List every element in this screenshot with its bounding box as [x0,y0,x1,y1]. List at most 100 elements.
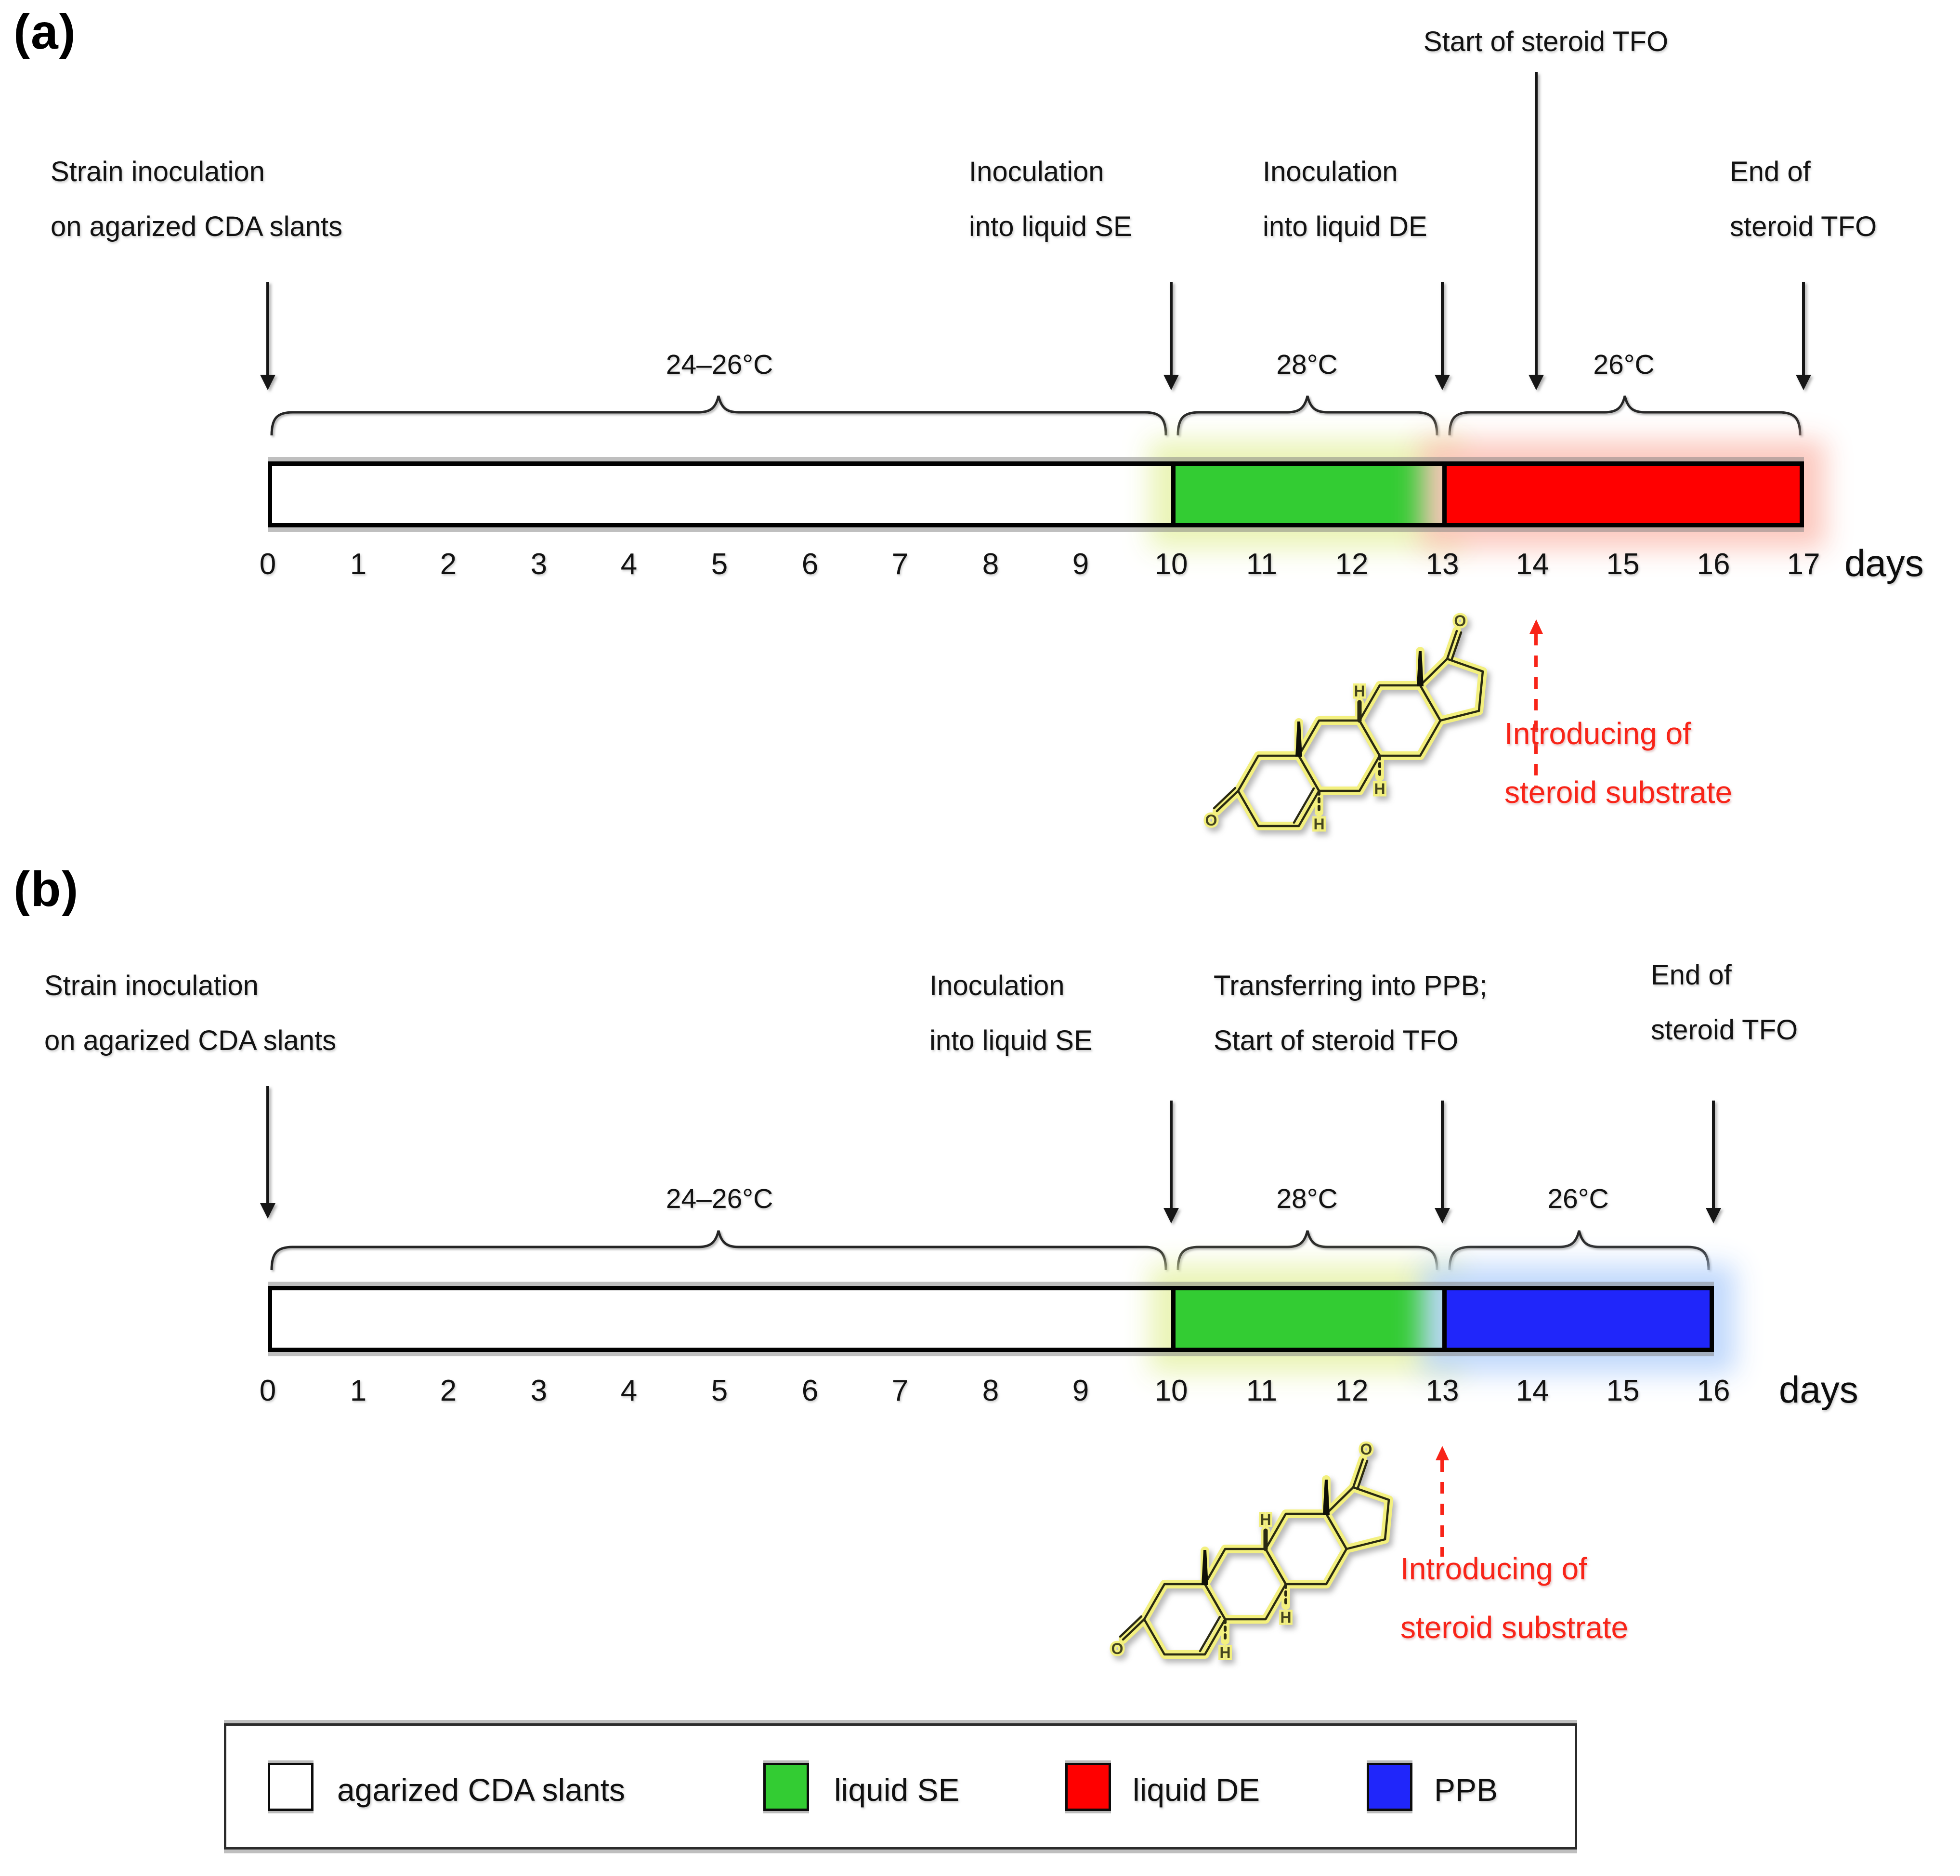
day-tick: 16 [1697,1374,1730,1407]
day-tick: 16 [1697,548,1730,581]
day-tick: 14 [1516,1374,1549,1407]
arrow-day0-icon [266,1086,269,1204]
day-tick: 8 [982,548,999,581]
annotation-inoculation-se: Inoculation into liquid SE [929,958,1093,1068]
hydrogen-atom-label: H [1374,780,1385,798]
day-tick: 6 [801,548,819,581]
note-line: Introducing of [1400,1551,1587,1586]
temperature-label: 28°C [1276,349,1338,380]
day-tick: 13 [1425,1374,1459,1407]
arrow-day17-icon [1802,282,1805,376]
day-tick: 10 [1154,1374,1188,1407]
substrate-note: Introducing of steroid substrate [1504,704,1732,822]
day-tick: 6 [801,1374,819,1407]
annotation-line: on agarized CDA slants [51,211,343,242]
legend-swatch-ppb [1367,1763,1412,1811]
annotation-inoculation-de: Inoculation into liquid DE [1263,144,1427,254]
segment-liquid-se [1171,461,1442,527]
day-tick: 13 [1425,548,1459,581]
segment-divider [1171,461,1176,527]
arrow-day13-icon [1441,1101,1444,1209]
annotation-line: End of [1651,959,1732,991]
arrow-day16-icon [1712,1101,1715,1209]
hydrogen-atom-label: H [1280,1609,1291,1626]
oxygen-atom-label: O [1454,612,1466,630]
day-tick: 4 [620,548,638,581]
day-tick: 5 [711,1374,728,1407]
steroid-molecule: O O H H H [1203,610,1487,835]
legend-swatch-de [1065,1763,1111,1811]
hydrogen-atom-label: H [1354,682,1365,700]
legend-label: liquid DE [1133,1772,1260,1808]
hydrogen-atom-label: H [1219,1644,1230,1661]
annotation-line: into liquid SE [929,1025,1093,1056]
substrate-arrow-icon [1440,1460,1444,1557]
timeline-bar-b [268,1286,1714,1352]
day-tick: 7 [891,548,909,581]
legend-label: agarized CDA slants [337,1772,625,1808]
segment-liquid-se [1171,1286,1442,1352]
note-line: steroid substrate [1504,775,1733,810]
hydrogen-atom-label: H [1313,815,1324,833]
brace-icon [1176,395,1438,436]
day-tick: 10 [1154,548,1188,581]
note-line: Introducing of [1504,716,1691,751]
day-tick: 12 [1335,1374,1369,1407]
timeline-bar-a [268,461,1804,527]
day-tick: 9 [1072,548,1089,581]
day-tick: 0 [259,1374,276,1407]
day-tick: 0 [259,548,276,581]
day-tick: 5 [711,548,728,581]
segment-divider [1171,1286,1176,1352]
annotation-inoculation-se: Inoculation into liquid SE [969,144,1132,254]
day-tick: 11 [1246,1374,1278,1407]
segment-cda [268,1286,1171,1352]
annotation-line: Inoculation [969,156,1104,187]
segment-liquid-de [1442,461,1804,527]
brace-icon [270,395,1167,436]
legend-swatch-cda [268,1763,314,1811]
days-axis-label: days [1844,542,1924,584]
temperature-label: 24–26°C [666,1183,773,1214]
annotation-line: steroid TFO [1730,211,1877,242]
annotation-line: Start of steroid TFO [1214,1025,1459,1056]
day-tick: 3 [530,548,548,581]
day-tick: 14 [1516,548,1549,581]
arrow-day10-icon [1170,1101,1173,1209]
arrow-day0-icon [266,282,269,376]
annotation-line: into liquid DE [1263,211,1427,242]
substrate-note: Introducing of steroid substrate [1400,1539,1628,1657]
segment-ppb [1442,1286,1714,1352]
day-tick: 11 [1246,548,1278,581]
day-tick: 3 [530,1374,548,1407]
segment-divider [1442,461,1447,527]
day-tick: 15 [1606,1374,1640,1407]
day-tick: 7 [891,1374,909,1407]
legend-box [224,1723,1577,1850]
note-line: steroid substrate [1400,1610,1629,1645]
annotation-line: Strain inoculation [51,156,265,187]
timeline-bar-frame [268,1286,1714,1352]
annotation-line: Transferring into PPB; [1214,970,1488,1001]
oxygen-atom-label: O [1205,812,1217,829]
temperature-label: 28°C [1276,1183,1338,1214]
brace-icon [1176,1230,1438,1271]
segment-cda [268,461,1171,527]
timeline-bar-frame [268,461,1804,527]
day-tick: 1 [350,548,367,581]
annotation-line: End of [1730,156,1811,187]
panel-b-label: (b) [13,862,79,917]
day-tick: 1 [350,1374,367,1407]
panel-a-label: (a) [13,4,77,59]
arrow-day10-icon [1170,282,1173,376]
oxygen-atom-label: O [1111,1640,1124,1657]
annotation-line: on agarized CDA slants [44,1025,337,1056]
annotation-line: into liquid SE [969,211,1132,242]
annotation-line: Inoculation [1263,156,1398,187]
annotation-line: Inoculation [929,970,1065,1001]
temperature-label: 24–26°C [666,349,773,380]
annotation-start-tfo: Start of steroid TFO [1363,14,1729,69]
day-tick: 2 [440,1374,457,1407]
substrate-arrow-icon [1534,634,1538,788]
